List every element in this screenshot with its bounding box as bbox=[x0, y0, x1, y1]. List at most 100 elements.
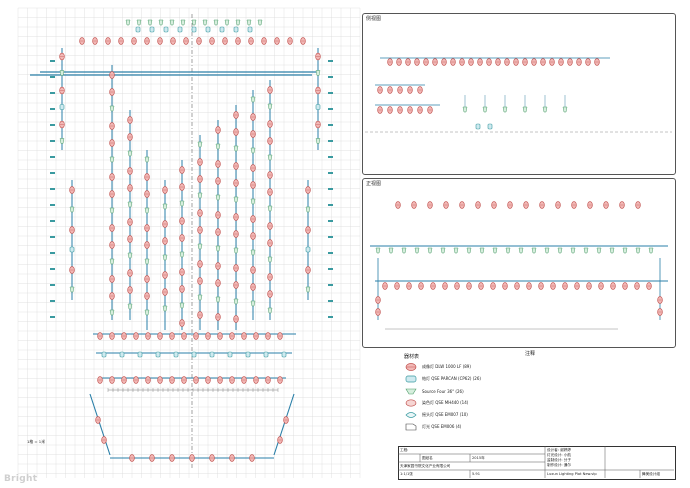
symbol bbox=[405, 412, 417, 418]
source-four-icon bbox=[109, 105, 115, 112]
fixture bbox=[144, 275, 150, 283]
fixture bbox=[267, 86, 273, 94]
fixture bbox=[315, 70, 321, 76]
fixture bbox=[69, 286, 75, 293]
fixture bbox=[250, 130, 256, 138]
side-marker bbox=[328, 204, 333, 206]
legend-item: 摇头灯 QSE EM007 (10) bbox=[404, 409, 468, 421]
fixture bbox=[267, 290, 273, 298]
fixture bbox=[193, 332, 199, 340]
fixture bbox=[215, 262, 221, 270]
fixture bbox=[109, 224, 115, 232]
can-fixture-icon bbox=[59, 104, 65, 110]
fixture bbox=[197, 175, 203, 183]
fixture bbox=[215, 126, 221, 134]
legend-item-label: 帕灯 QSE PARCAN (CP62) (26) bbox=[422, 376, 481, 381]
fixture bbox=[315, 120, 321, 129]
stage-plan bbox=[30, 14, 333, 470]
fixture bbox=[197, 209, 203, 217]
source-four-icon bbox=[250, 198, 256, 205]
can-fixture-icon bbox=[137, 351, 143, 358]
source-four-icon bbox=[305, 206, 311, 213]
side-marker bbox=[50, 220, 55, 222]
fixture bbox=[229, 332, 235, 340]
source-four-icon bbox=[144, 207, 150, 214]
source-four-icon bbox=[250, 96, 256, 103]
fixture bbox=[109, 241, 115, 249]
fixture bbox=[215, 296, 221, 303]
fixture bbox=[196, 37, 202, 45]
fixture bbox=[305, 266, 311, 274]
can-fixture-icon bbox=[149, 26, 155, 33]
source-four-icon bbox=[179, 251, 185, 258]
fixture bbox=[265, 376, 271, 384]
fixture bbox=[300, 37, 306, 45]
fixture bbox=[180, 19, 186, 26]
fixture bbox=[250, 249, 256, 256]
fixture bbox=[179, 183, 185, 191]
side-marker bbox=[50, 188, 55, 190]
fixture bbox=[219, 26, 225, 33]
can-fixture-icon bbox=[163, 26, 169, 33]
fixture bbox=[145, 332, 151, 340]
source-four-icon bbox=[250, 300, 256, 307]
fixture bbox=[162, 254, 168, 261]
fixture bbox=[109, 173, 115, 181]
legend-item: Source Four 36° (26) bbox=[404, 385, 464, 397]
fixture bbox=[169, 454, 175, 462]
fixture bbox=[109, 156, 115, 163]
fixture bbox=[173, 351, 179, 358]
fixture bbox=[267, 273, 273, 281]
fixture bbox=[127, 116, 133, 124]
fixture bbox=[189, 454, 195, 462]
fixture bbox=[179, 251, 185, 258]
fixture bbox=[233, 111, 239, 119]
tb-company: 天津家园书院文化产业有限公司 bbox=[400, 464, 451, 468]
side-marker bbox=[328, 124, 333, 126]
fixture bbox=[127, 201, 133, 208]
front-view-title: 正视图 bbox=[366, 181, 382, 187]
source-four-icon bbox=[109, 156, 115, 163]
fixture bbox=[183, 37, 189, 45]
side-marker bbox=[50, 108, 55, 110]
fixture bbox=[250, 232, 256, 240]
fixture bbox=[79, 37, 85, 45]
can-fixture-icon bbox=[135, 26, 141, 33]
fixture bbox=[250, 266, 256, 274]
tb-producer: 制作设计: 通尔 bbox=[547, 463, 571, 467]
ellipse-fixture-icon bbox=[405, 363, 417, 371]
can-fixture-icon bbox=[191, 26, 197, 33]
side-marker bbox=[50, 316, 55, 318]
watermark-logo: Bright bbox=[4, 474, 38, 484]
fixture bbox=[250, 181, 256, 189]
can-fixture-icon bbox=[101, 351, 107, 358]
fixture bbox=[277, 436, 283, 444]
fixture bbox=[233, 26, 239, 33]
fixture bbox=[162, 203, 168, 210]
strobe-icon bbox=[405, 423, 417, 431]
side-marker bbox=[50, 172, 55, 174]
legend-item: 灯光 QSE EM006 (4) bbox=[404, 421, 461, 433]
side-marker bbox=[50, 300, 55, 302]
fixture bbox=[97, 332, 103, 340]
source-four-icon bbox=[158, 19, 164, 26]
fixture bbox=[248, 37, 254, 45]
legend-item-label: 染色灯 QSE MH440 (14) bbox=[422, 400, 469, 405]
fixture bbox=[197, 192, 203, 199]
fixture bbox=[179, 285, 185, 293]
tb-lighting-designer: 灯光设计: 小航 bbox=[547, 453, 571, 457]
fixture bbox=[233, 264, 239, 272]
fixture bbox=[224, 19, 230, 26]
fixture bbox=[267, 307, 273, 314]
side-marker bbox=[50, 204, 55, 206]
side-marker bbox=[328, 316, 333, 318]
source-four-icon bbox=[267, 205, 273, 212]
led-bar-icon bbox=[405, 412, 417, 418]
fixture bbox=[92, 37, 98, 45]
source-four-icon bbox=[224, 19, 230, 26]
fixture bbox=[145, 376, 151, 384]
fixture bbox=[257, 19, 263, 26]
fixture bbox=[181, 376, 187, 384]
fixture bbox=[127, 133, 133, 141]
